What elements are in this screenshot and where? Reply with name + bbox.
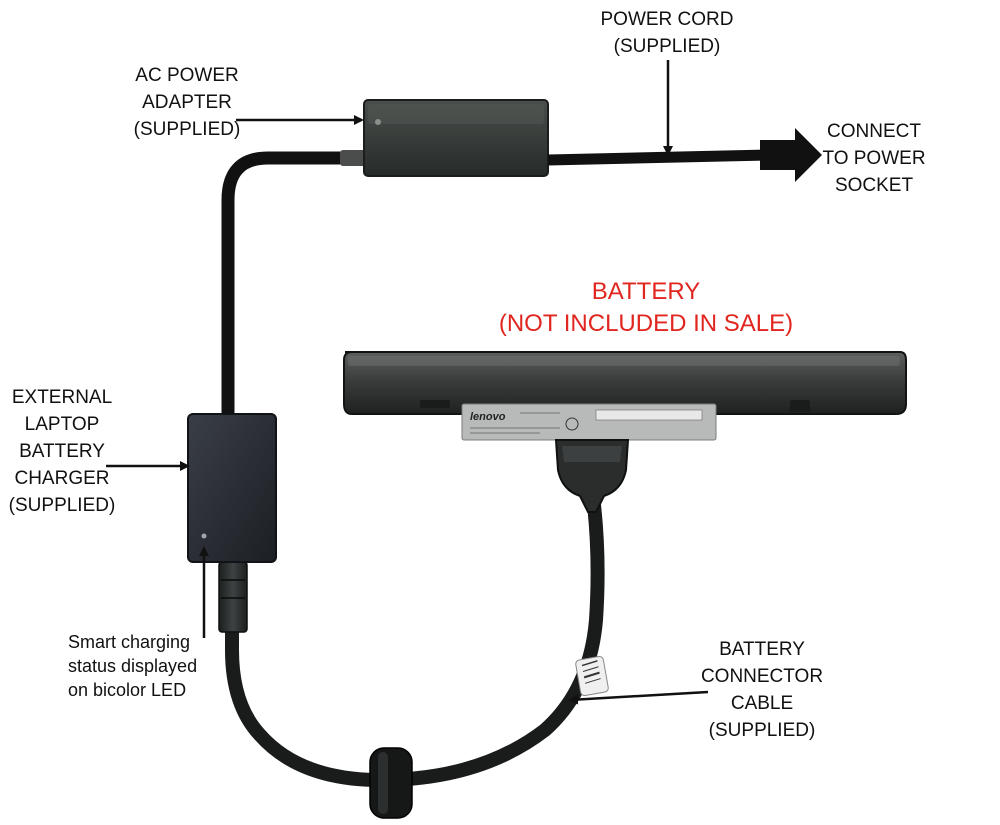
connector-cable-label: BATTERY CONNECTOR CABLE (SUPPLIED)	[694, 636, 830, 744]
bicolor-led	[202, 534, 207, 539]
cable-barcode-label	[575, 656, 609, 696]
ferrite-core	[370, 748, 412, 818]
charger-plug	[219, 562, 247, 632]
external-laptop-battery-charger	[188, 414, 276, 562]
battery-title-label: BATTERY (NOT INCLUDED IN SALE)	[496, 276, 796, 340]
power-cord	[548, 128, 822, 182]
external-charger-label: EXTERNAL LAPTOP BATTERY CHARGER (SUPPLIE…	[6, 384, 118, 519]
ac-adapter-label: AC POWER ADAPTER (SUPPLIED)	[124, 62, 250, 143]
battery-connector-cable	[232, 505, 598, 780]
adapter-strain-relief	[340, 150, 366, 166]
battery-connector-plug	[556, 440, 628, 512]
led-status-label: Smart charging status displayed on bicol…	[68, 630, 228, 702]
power-cord-label: POWER CORD (SUPPLIED)	[596, 6, 738, 60]
adapter-to-charger-cable	[228, 158, 348, 420]
laptop-battery: lenovo	[344, 352, 906, 440]
ac-power-adapter	[364, 100, 548, 176]
power-socket-label: CONNECT TO POWER SOCKET	[818, 118, 930, 199]
socket-arrow	[760, 128, 822, 182]
battery-brand-text: lenovo	[470, 411, 506, 423]
